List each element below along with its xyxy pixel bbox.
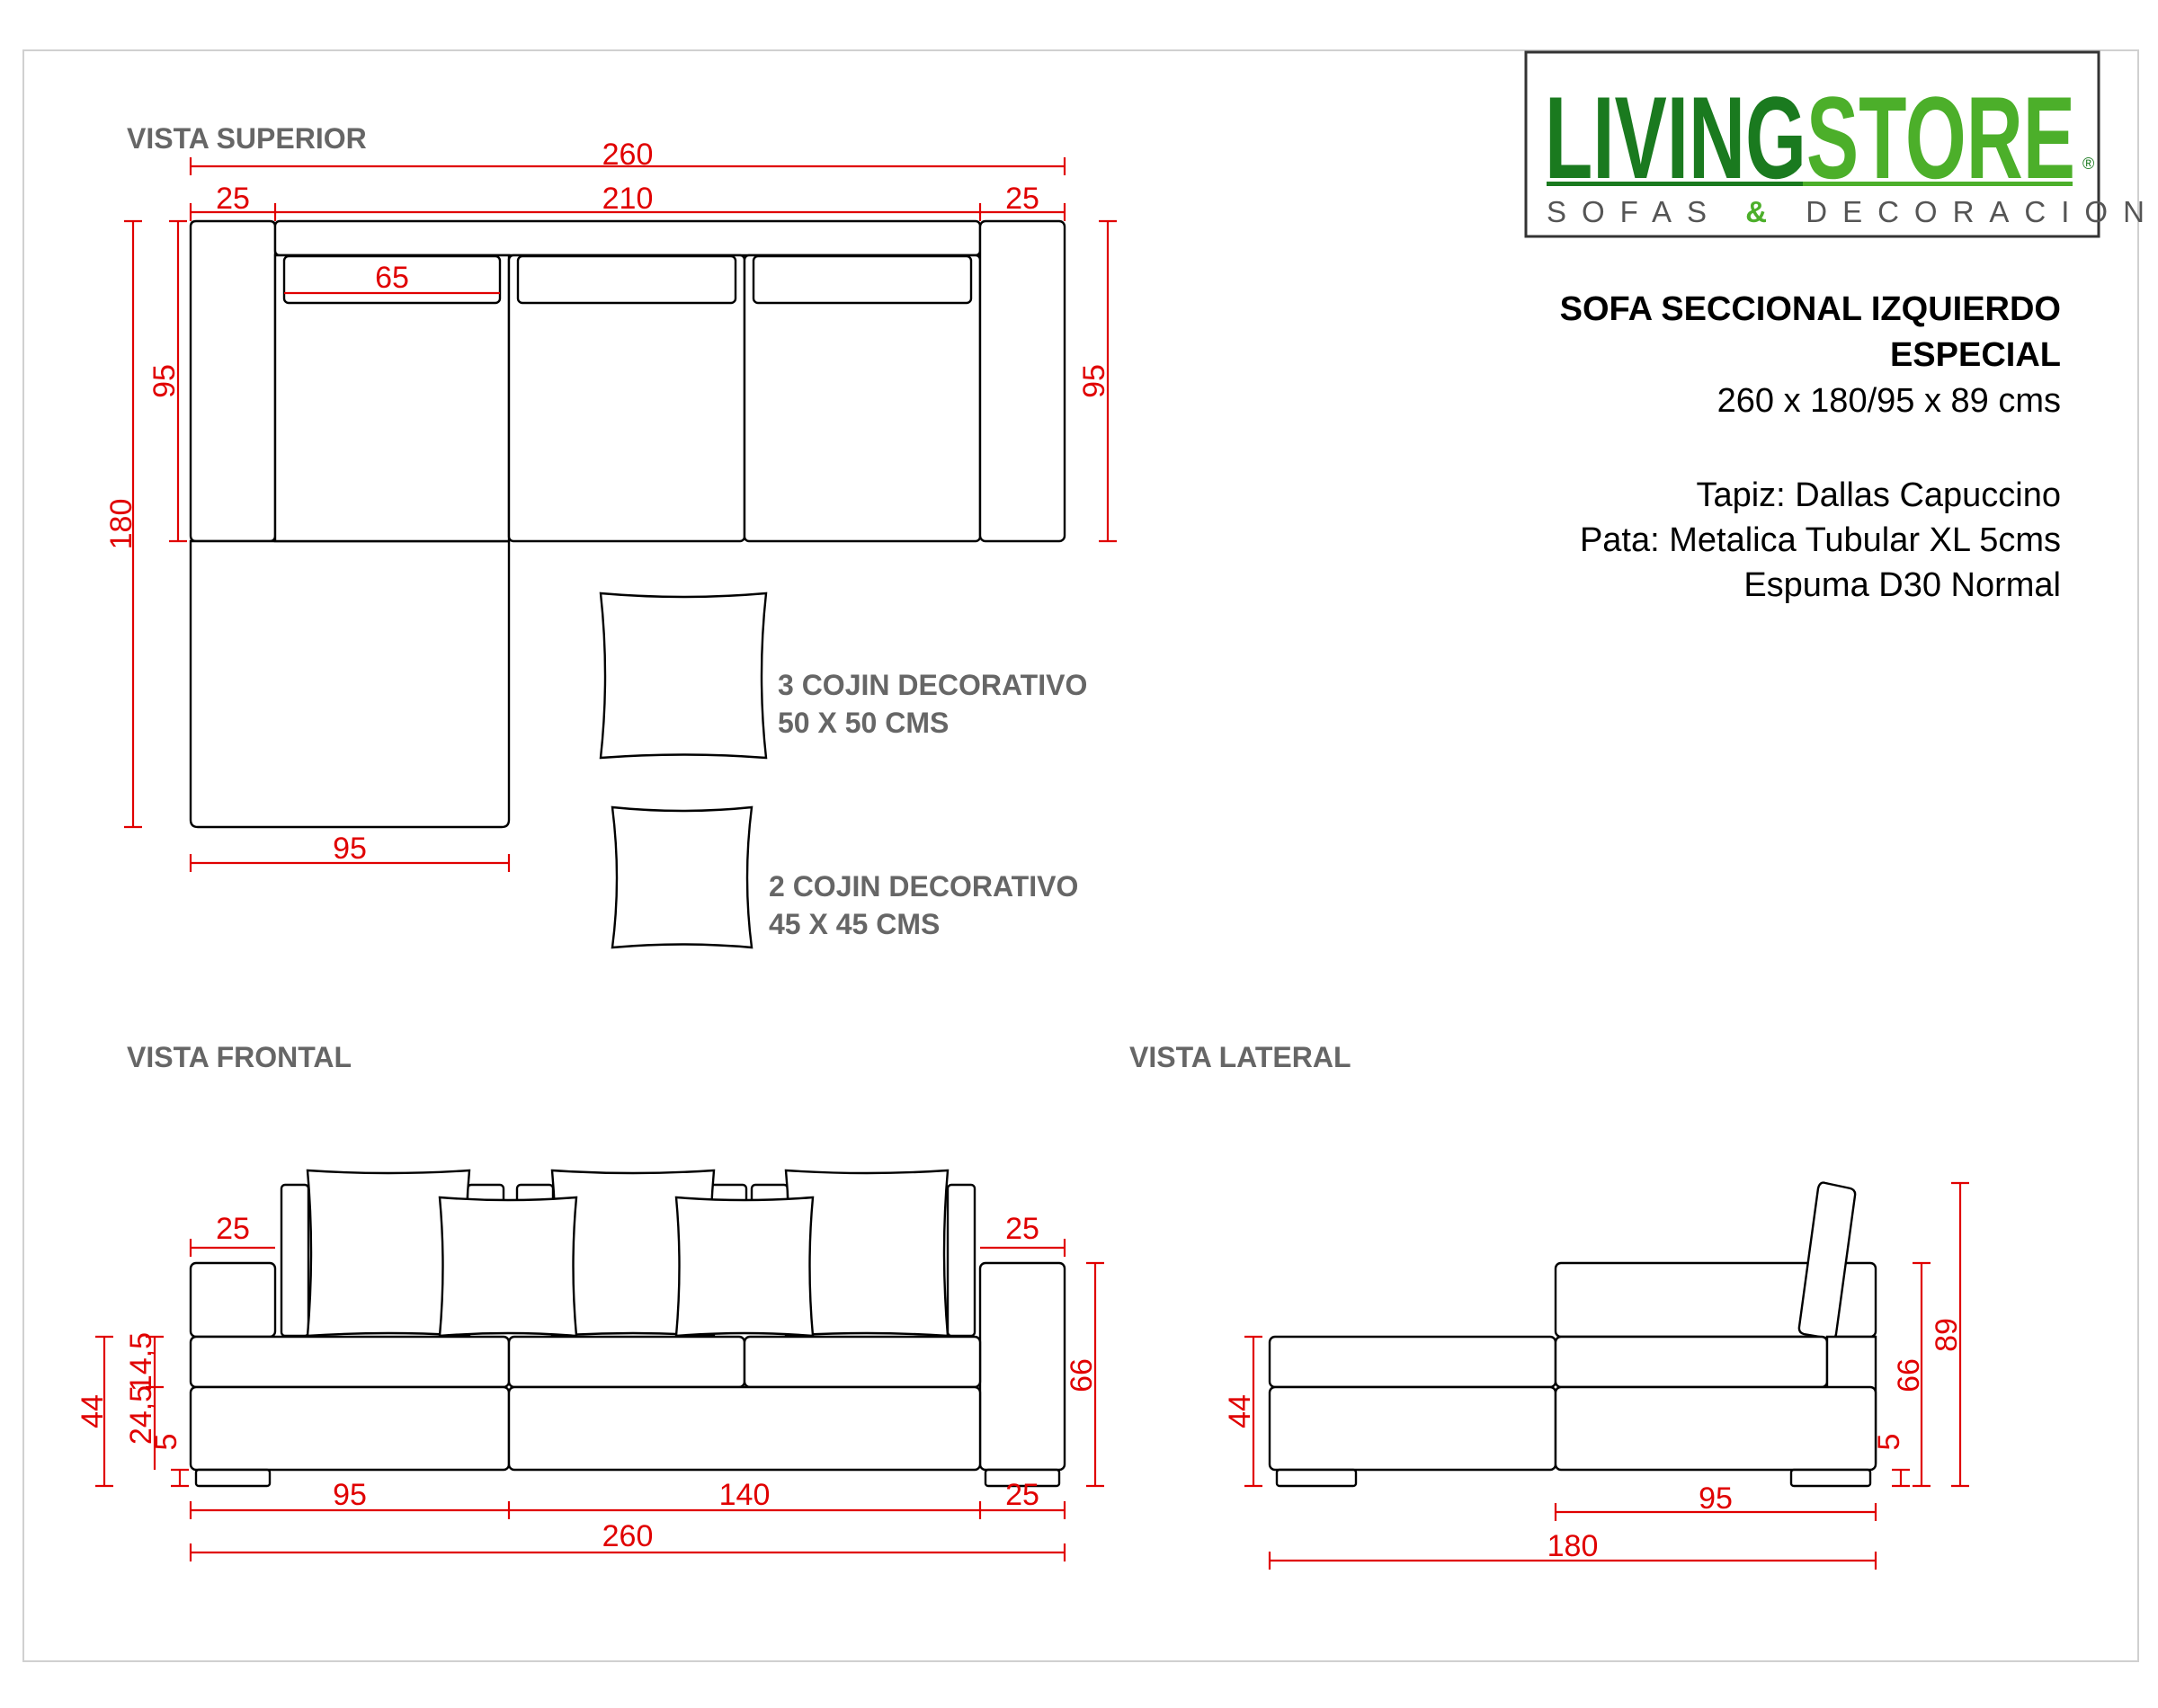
top-back-cushion-2 xyxy=(516,254,737,305)
dim-top-arm-left: 25 xyxy=(216,182,250,216)
top-back-cushion-3 xyxy=(752,254,973,305)
dim-top-right-height: 95 xyxy=(1077,364,1111,398)
cushion-small-icon xyxy=(611,805,754,949)
cushion-small-size: 45 X 45 CMS xyxy=(769,908,940,940)
front-view-drawing: 25 25 44 14,5 24,5 5 66 95 140 25 260 xyxy=(76,1169,1104,1561)
logo-tagline-sofas: SOFAS xyxy=(1547,195,1722,228)
dim-top-cushion: 65 xyxy=(375,261,409,295)
dim-top-chaise-depth: 180 xyxy=(104,499,138,550)
dim-top-arm-right: 25 xyxy=(1005,182,1039,216)
dim-front-arm-height: 66 xyxy=(1065,1358,1099,1392)
cushion-large-size: 50 X 50 CMS xyxy=(778,707,949,739)
front-leg-left xyxy=(194,1468,272,1488)
dim-front-arm-left: 25 xyxy=(216,1212,250,1246)
top-back-rail xyxy=(273,219,982,257)
side-leg-left xyxy=(1275,1468,1358,1488)
front-right-arm xyxy=(978,1261,1066,1472)
cushion-large-qty: 3 COJIN DECORATIVO xyxy=(778,669,1087,701)
svg-text:LIVINGSTORE: LIVINGSTORE xyxy=(1545,72,2075,203)
front-base-left xyxy=(189,1385,511,1472)
dim-side-seat-height: 44 xyxy=(1223,1394,1257,1428)
product-info: SOFA SECCIONAL IZQUIERDO ESPECIAL 260 x … xyxy=(1560,290,2061,604)
svg-text:SOFAS & DECORACION: SOFAS & DECORACION xyxy=(1547,195,2158,228)
side-base-chaise xyxy=(1268,1385,1557,1472)
dim-front-middle-width: 140 xyxy=(719,1478,771,1512)
logo-store: STORE xyxy=(1806,72,2075,203)
dim-top-left-height: 95 xyxy=(147,364,182,398)
logo-living: LIVING xyxy=(1545,72,1806,203)
top-right-arm xyxy=(978,219,1066,543)
dim-side-depth: 95 xyxy=(1699,1481,1733,1516)
product-size: 260 x 180/95 x 89 cms xyxy=(1717,382,2061,420)
product-foam: Espuma D30 Normal xyxy=(1743,566,2061,604)
dim-side-total-height: 89 xyxy=(1930,1318,1964,1352)
logo-underline-light xyxy=(1803,182,2073,186)
product-title-line2: ESPECIAL xyxy=(1890,336,2061,374)
dim-top-total-width: 260 xyxy=(602,138,654,172)
side-base-seat xyxy=(1554,1385,1877,1472)
dim-top-center: 210 xyxy=(602,182,654,216)
front-seat-cushion-1 xyxy=(189,1335,511,1389)
logo-tagline-decoracion: DECORACION xyxy=(1806,195,2158,228)
front-seat-cushion-3 xyxy=(743,1335,982,1389)
brand-logo: LIVINGSTORE ® SOFAS & DECORACION xyxy=(1524,50,2158,238)
front-seat-cushion-2 xyxy=(507,1335,746,1389)
top-back-cushion-1 xyxy=(282,254,502,305)
side-leg-right xyxy=(1789,1468,1872,1488)
logo-registered: ® xyxy=(2082,155,2094,173)
dim-front-seat-height: 44 xyxy=(76,1394,110,1428)
logo-underline-dark xyxy=(1547,182,1803,186)
dim-front-base-height: 24,5 xyxy=(124,1385,158,1445)
logo-tagline-amp: & xyxy=(1745,195,1782,228)
top-chaise-seat xyxy=(189,539,511,829)
side-seat-cushion xyxy=(1554,1335,1829,1389)
front-left-arm xyxy=(189,1261,277,1339)
front-base-right xyxy=(507,1385,982,1472)
decorative-cushions: 3 COJIN DECORATIVO 50 X 50 CMS 2 COJIN D… xyxy=(599,592,1087,949)
cushion-small-qty: 2 COJIN DECORATIVO xyxy=(769,870,1078,903)
front-small-cushion-1 xyxy=(438,1196,578,1338)
side-chaise-cushion xyxy=(1268,1335,1557,1389)
top-view-drawing: 260 25 210 25 65 95 180 95 95 xyxy=(104,138,1117,872)
product-title-line1: SOFA SECCIONAL IZQUIERDO xyxy=(1560,290,2061,328)
dim-front-chaise-width: 95 xyxy=(333,1478,367,1512)
dim-front-total-width: 260 xyxy=(602,1519,654,1553)
dim-side-leg-height: 5 xyxy=(1872,1434,1906,1451)
product-legs: Pata: Metalica Tubular XL 5cms xyxy=(1580,521,2061,559)
cushion-large-icon xyxy=(599,592,768,760)
dim-top-chaise-width: 95 xyxy=(333,832,367,866)
front-leg-right xyxy=(984,1468,1061,1488)
front-small-cushion-2 xyxy=(674,1196,815,1338)
top-left-arm-chaise xyxy=(189,219,277,543)
dim-front-arm-right: 25 xyxy=(1005,1212,1039,1246)
product-upholstery: Tapiz: Dallas Capuccino xyxy=(1696,476,2061,514)
dim-side-chaise-depth: 180 xyxy=(1547,1529,1599,1563)
view-side-title: VISTA LATERAL xyxy=(1129,1041,1351,1073)
dim-front-arm-bottom: 25 xyxy=(1005,1478,1039,1512)
dim-side-arm-height: 66 xyxy=(1892,1358,1926,1392)
view-front-title: VISTA FRONTAL xyxy=(127,1041,352,1073)
side-view-drawing: 44 5 66 89 95 180 xyxy=(1223,1181,1969,1570)
dim-front-seat-thickness: 14,5 xyxy=(124,1332,158,1392)
dim-front-leg-height: 5 xyxy=(149,1434,183,1451)
view-top-title: VISTA SUPERIOR xyxy=(127,122,367,155)
sheet-border xyxy=(22,49,2139,1662)
